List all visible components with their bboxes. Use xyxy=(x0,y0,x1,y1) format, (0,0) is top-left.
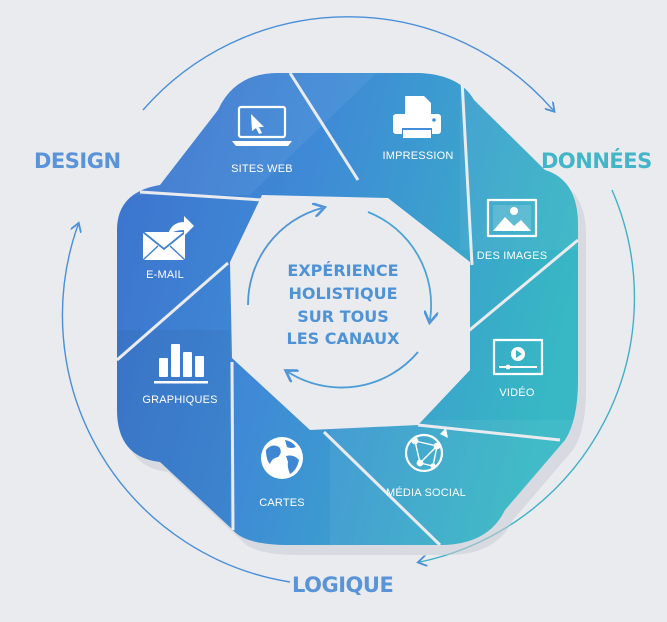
video-player-icon xyxy=(492,338,544,376)
segment-label: E-MAIL xyxy=(146,269,184,281)
printer-icon xyxy=(393,96,441,138)
outer-label-design: DESIGN xyxy=(34,149,121,173)
envelope-icon xyxy=(142,216,194,261)
outer-label-logique: LOGIQUE xyxy=(292,573,393,597)
segment-label: SITES WEB xyxy=(231,163,293,175)
segment-label: DES IMAGES xyxy=(477,250,547,262)
segment-label: CARTES xyxy=(259,497,305,509)
bar-chart-icon xyxy=(154,344,208,384)
outer-label-donnees: DONNÉES xyxy=(541,148,652,173)
segment-separators xyxy=(116,72,579,547)
segment-label: MÉDIA SOCIAL xyxy=(386,486,466,499)
segment-des-images[interactable]: DES IMAGES xyxy=(477,198,547,262)
center-label: EXPÉRIENCE HOLISTIQUE SUR TOUS LES CANAU… xyxy=(287,261,401,348)
segment-media-social[interactable]: MÉDIA SOCIAL xyxy=(386,428,466,499)
center-line-1: EXPÉRIENCE xyxy=(287,261,398,280)
inner-cycle-arrows xyxy=(247,208,431,389)
segment-graphiques[interactable]: GRAPHIQUES xyxy=(142,344,217,406)
segment-label: GRAPHIQUES xyxy=(142,394,217,406)
segment-impression[interactable]: IMPRESSION xyxy=(382,96,453,162)
center-line-4: LES CANAUX xyxy=(287,329,401,348)
segment-email[interactable]: E-MAIL xyxy=(142,216,194,281)
center-line-2: HOLISTIQUE xyxy=(288,284,397,303)
segment-cartes[interactable]: CARTES xyxy=(259,437,305,509)
globe-icon xyxy=(261,437,303,479)
segment-label: VIDÉO xyxy=(499,386,534,399)
image-icon xyxy=(486,198,538,238)
laptop-icon xyxy=(232,105,292,146)
segment-video[interactable]: VIDÉO xyxy=(492,338,544,399)
segment-sites-web[interactable]: SITES WEB xyxy=(231,105,293,175)
social-network-icon xyxy=(404,428,448,473)
segment-label: IMPRESSION xyxy=(382,150,453,162)
center-line-3: SUR TOUS xyxy=(297,307,388,326)
